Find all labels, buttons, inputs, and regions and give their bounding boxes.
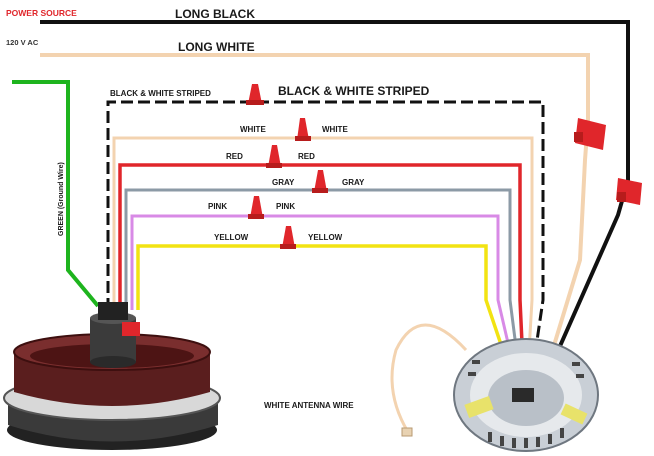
yellow-label-right: YELLOW (308, 233, 343, 242)
red-wire (118, 163, 526, 387)
yellow-wire (136, 244, 517, 387)
antenna-wire (390, 323, 468, 433)
red-label-left: RED (226, 152, 243, 161)
long-white-label: LONG WHITE (178, 40, 255, 54)
power-source-label: POWER SOURCE (6, 8, 77, 18)
striped-wire (106, 100, 545, 389)
pink-wire (130, 214, 520, 387)
wire-nut-icon (295, 118, 311, 141)
green-ground-label: GREEN (Ground Wire) (58, 162, 65, 236)
gray-wire (124, 188, 523, 387)
wire-nut-icon (248, 196, 264, 219)
white-label-left: WHITE (240, 125, 266, 134)
wire-nut-icon (280, 226, 296, 249)
red-label-right: RED (298, 152, 315, 161)
long-black-label: LONG BLACK (175, 7, 255, 21)
wire-nut-icon (266, 145, 282, 168)
gray-label-right: GRAY (342, 178, 365, 187)
white-label-right: WHITE (322, 125, 348, 134)
gray-label-left: GRAY (272, 178, 295, 187)
green-ground-wire (12, 80, 100, 308)
striped-label-right: BLACK & WHITE STRIPED (278, 84, 430, 98)
wire-nut-icon (246, 84, 264, 105)
receiver-icon (453, 338, 599, 452)
striped-label-left: BLACK & WHITE STRIPED (110, 89, 211, 98)
white-wire (112, 136, 534, 387)
fan-motor-icon (3, 302, 221, 450)
yellow-label-left: YELLOW (214, 233, 249, 242)
white-wire-tag (574, 118, 606, 150)
black-wire-tag (616, 178, 642, 205)
voltage-label: 120 V AC (6, 38, 39, 47)
pink-label-right: PINK (276, 202, 295, 211)
pink-label-left: PINK (208, 202, 227, 211)
antenna-label: WHITE ANTENNA WIRE (264, 401, 354, 410)
wire-nut-icon (312, 170, 328, 193)
antenna-wire-end (401, 427, 413, 437)
